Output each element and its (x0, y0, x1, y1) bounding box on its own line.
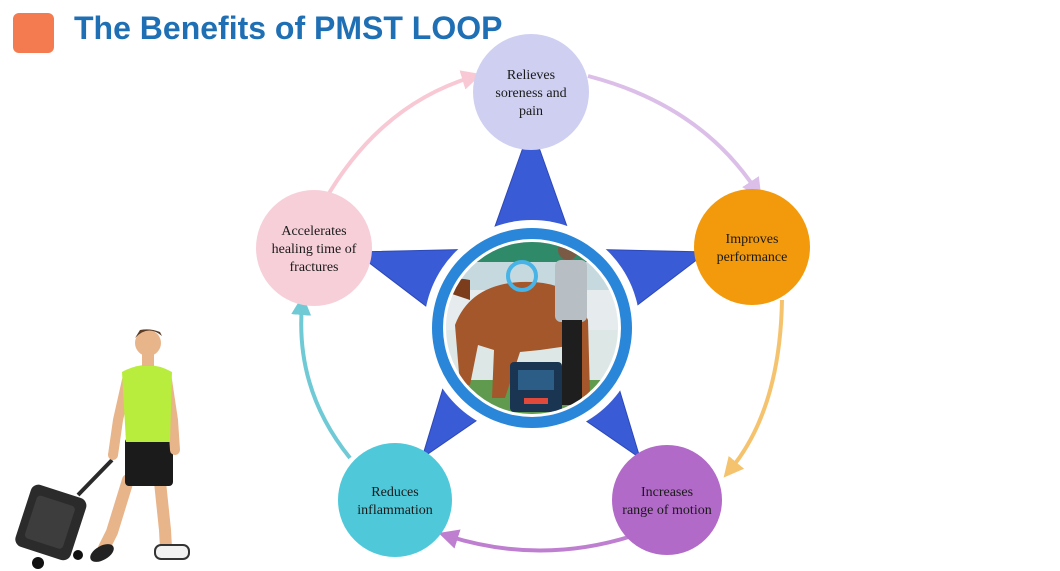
node-improves-performance-label: Improves (726, 232, 779, 247)
arrow-increases-to-reduces (438, 529, 633, 553)
node-relieves-soreness-label: soreness and (495, 86, 566, 101)
node-accelerates-healing-circle (256, 190, 372, 306)
node-reduces-inflammation-label: Reduces (371, 485, 418, 500)
node-relieves-soreness-label: pain (519, 104, 543, 119)
node-accelerates-healing-label: Accelerates (281, 224, 346, 239)
rolling-case-icon (15, 458, 114, 569)
arrow-relieves-to-improves (587, 74, 762, 199)
node-increases-range-of-motion-label: Increases (641, 485, 693, 500)
node-relieves-soreness-circle (473, 34, 589, 150)
node-increases-range-of-motion-circle (612, 445, 722, 555)
node-accelerates-healing-label: healing time of (272, 242, 357, 257)
node-increases-range-of-motion-label: range of motion (622, 503, 711, 518)
node-reduces-inflammation-label: inflammation (357, 503, 432, 518)
node-accelerates-healing-label: fractures (290, 260, 339, 275)
node-increases-range-of-motion: Increases range of motion (612, 445, 722, 555)
center-photo (424, 220, 640, 436)
node-improves-performance-circle (694, 189, 810, 305)
arrow-accelerates-to-relieves (323, 70, 482, 202)
node-improves-performance: Improves performance (694, 189, 810, 305)
node-accelerates-healing: Accelerates healing time of fractures (256, 190, 372, 306)
node-reduces-inflammation-circle (338, 443, 452, 557)
slide-title: The Benefits of PMST LOOP (74, 10, 503, 46)
accent-square (13, 13, 54, 53)
node-improves-performance-label: performance (717, 250, 788, 265)
node-relieves-soreness-label: Relieves (507, 68, 555, 83)
person-with-case (15, 329, 190, 569)
arrow-improves-to-increases (723, 299, 784, 478)
node-reduces-inflammation: Reduces inflammation (338, 443, 452, 557)
node-relieves-soreness: Relieves soreness and pain (473, 34, 589, 150)
arrow-reduces-to-accelerates (291, 295, 352, 460)
